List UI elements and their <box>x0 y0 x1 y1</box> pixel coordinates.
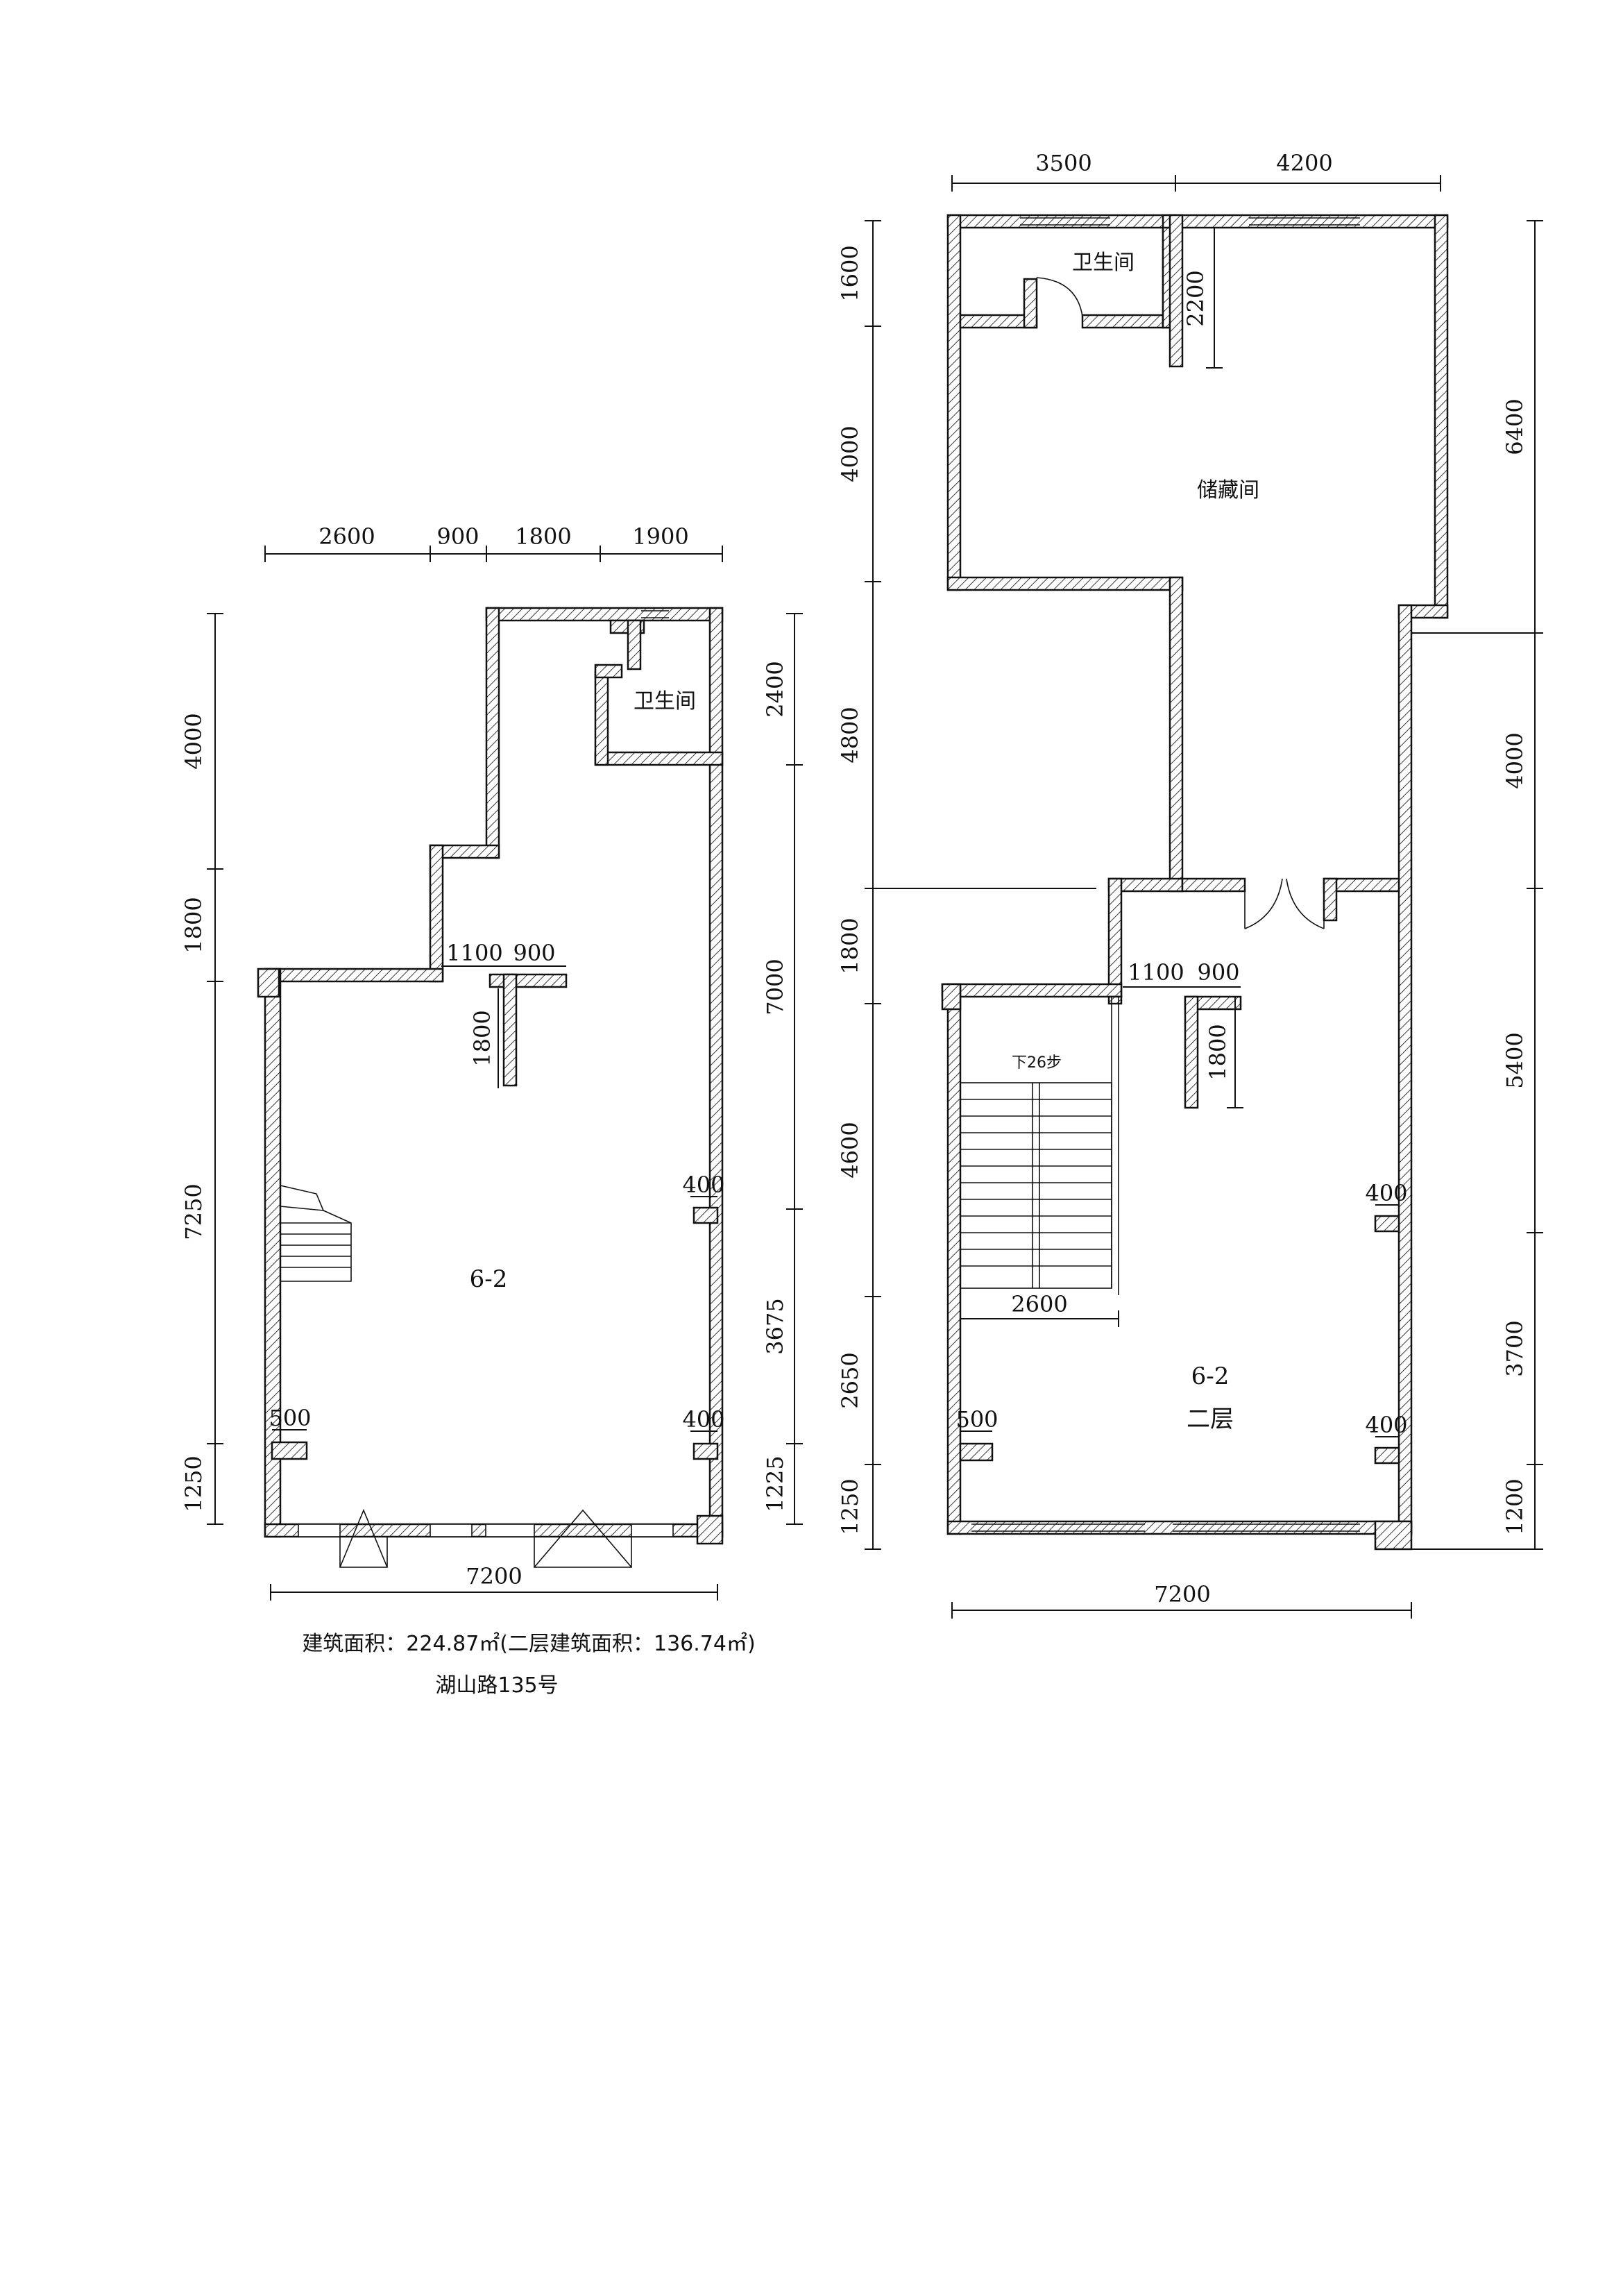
sf-inner-dim-1: 2200 <box>1182 270 1209 326</box>
second-floor-plan: 3500 4200 1600 4000 4800 1800 4600 2650 … <box>837 150 1543 1619</box>
sf-bathroom-label: 卫生间 <box>1072 251 1135 275</box>
sf-pier-dim-2: 400 <box>1365 1412 1407 1438</box>
sf-left-dim-4: 1800 <box>837 918 863 974</box>
sf-stair <box>960 997 1119 1295</box>
gf-unit-label: 6-2 <box>470 1265 508 1293</box>
sf-inner-dim-3: 900 <box>1197 959 1239 986</box>
gf-inner-dim-3: 1800 <box>469 1010 495 1066</box>
gf-pier-dim-2: 400 <box>682 1406 724 1433</box>
gf-address: 湖山路135号 <box>435 1673 558 1698</box>
sf-pier-dim-1: 400 <box>1365 1180 1407 1206</box>
sf-left-dim-7: 1250 <box>837 1478 863 1535</box>
gf-pier-dim-3: 500 <box>269 1405 311 1431</box>
gf-left-dim-3: 7250 <box>180 1183 207 1240</box>
sf-pier-dim-3: 500 <box>955 1406 998 1433</box>
gf-right-dim-4: 1225 <box>762 1455 788 1512</box>
sf-floor-label: 二层 <box>1187 1406 1234 1433</box>
second-floor-walls <box>941 214 1449 1551</box>
gf-top-dim-4: 1900 <box>632 523 688 550</box>
gf-right-dim-3: 3675 <box>762 1298 788 1354</box>
sf-inner-dim-4: 1800 <box>1205 1024 1231 1080</box>
sf-right-dim-2: 4000 <box>1502 732 1528 788</box>
sf-storage-label: 储藏间 <box>1197 478 1259 503</box>
sf-top-dim-1: 3500 <box>1035 150 1091 176</box>
sf-left-dim-2: 4000 <box>837 425 863 482</box>
gf-top-dim-1: 2600 <box>318 523 375 550</box>
sf-right-dim-1: 6400 <box>1502 398 1528 455</box>
sf-right-dim-3: 5400 <box>1502 1032 1528 1088</box>
gf-bathroom-label: 卫生间 <box>634 689 696 714</box>
ground-floor-entrance-doors <box>298 1508 674 1568</box>
sf-unit-label: 6-2 <box>1191 1362 1230 1390</box>
gf-top-dim-2: 900 <box>436 523 479 550</box>
sf-left-dim-5: 4600 <box>837 1122 863 1178</box>
sf-inner-dim-2: 1100 <box>1128 959 1184 986</box>
ground-floor-plan: 2600 900 1800 1900 4000 1800 7250 1250 2… <box>180 523 803 1698</box>
gf-top-dim-3: 1800 <box>515 523 571 550</box>
sf-right-dim-5: 1200 <box>1502 1478 1528 1535</box>
gf-pier-dim-1: 400 <box>682 1172 724 1198</box>
sf-bathroom-door <box>1036 277 1083 328</box>
gf-area-caption: 建筑面积：224.87㎡(二层建筑面积：136.74㎡) <box>302 1632 755 1656</box>
sf-left-dim-6: 2650 <box>837 1352 863 1408</box>
ground-floor-stair <box>280 1185 352 1282</box>
sf-inner-dim-5: 2600 <box>1011 1291 1067 1317</box>
sf-corridor-door <box>1244 878 1325 929</box>
ground-floor-walls <box>257 607 724 1545</box>
sf-left-dim-1: 1600 <box>837 245 863 301</box>
sf-right-dim-4: 3700 <box>1502 1320 1528 1376</box>
gf-right-dim-2: 7000 <box>762 959 788 1015</box>
ground-floor-dimension-lines <box>207 546 803 1601</box>
gf-left-dim-1: 4000 <box>180 713 207 769</box>
second-floor-dimension-lines <box>865 175 1543 1619</box>
gf-right-dim-1: 2400 <box>762 661 788 717</box>
sf-left-dim-3: 4800 <box>837 707 863 763</box>
gf-inner-dim-2: 900 <box>513 940 555 966</box>
sf-bottom-dim: 7200 <box>1154 1581 1210 1607</box>
gf-inner-dim-1: 1100 <box>446 940 502 966</box>
gf-left-dim-4: 1250 <box>180 1455 207 1512</box>
sf-top-dim-2: 4200 <box>1276 150 1332 176</box>
gf-left-dim-2: 1800 <box>180 897 207 953</box>
gf-bottom-dim: 7200 <box>466 1563 522 1589</box>
sf-stair-note: 下26步 <box>1012 1054 1062 1072</box>
